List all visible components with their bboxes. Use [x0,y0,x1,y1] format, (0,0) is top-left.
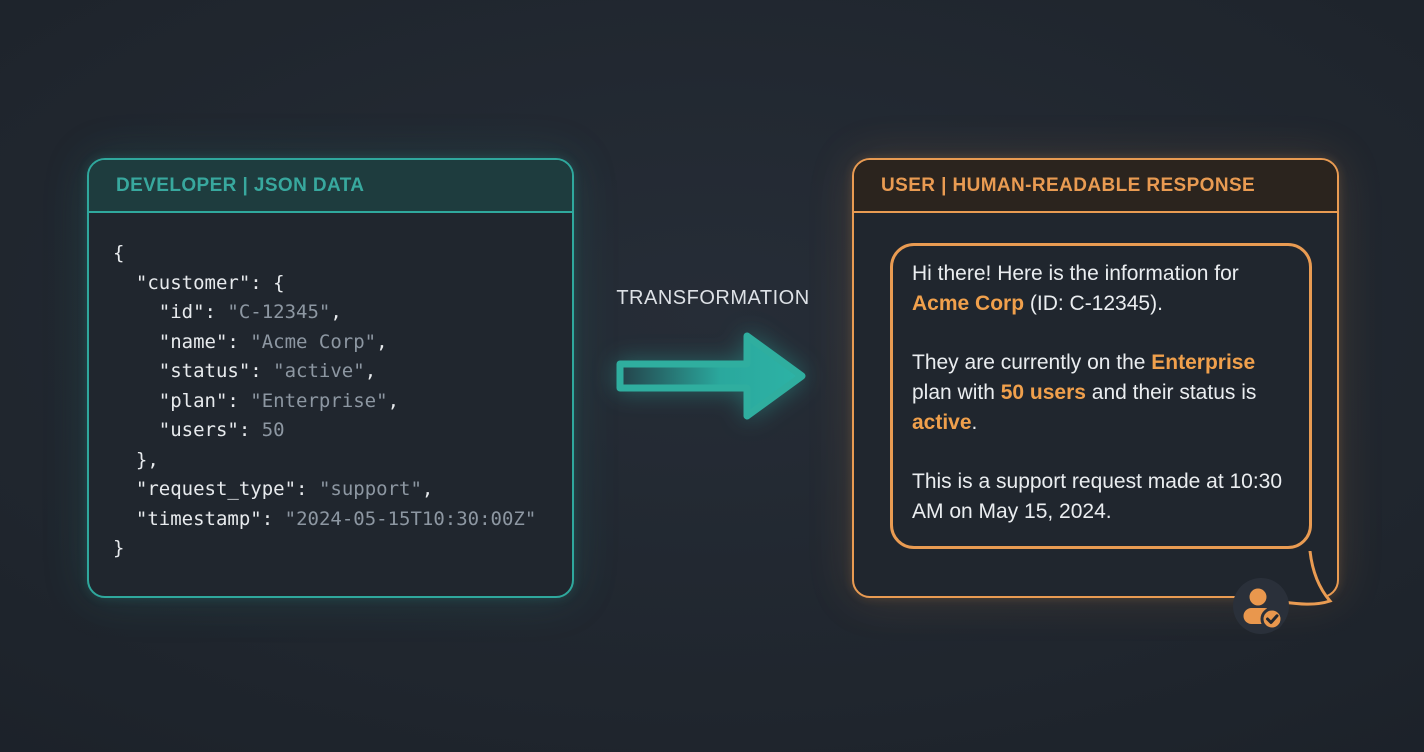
code-line: "id": "C-12345", [158,301,342,323]
user-panel-body: Hi there! Here is the information for Ac… [854,213,1337,634]
user-check-icon [1233,578,1289,634]
arrow-right-icon [616,332,806,420]
code-line: "status": "active", [158,360,377,382]
code-line: "plan": "Enterprise", [158,389,400,412]
developer-panel: DEVELOPER | JSON DATA { "customer": { "i… [87,158,574,598]
user-panel: USER | HUMAN-READABLE RESPONSE Hi there!… [852,158,1339,634]
user-panel-header: USER | HUMAN-READABLE RESPONSE [854,160,1337,213]
bubble-paragraph: They are currently on the Enterprise pla… [912,351,1257,434]
transformation-label: TRANSFORMATION [616,287,810,309]
developer-panel-title: DEVELOPER | JSON DATA [116,174,365,196]
code-line: } [113,537,125,559]
code-line: "name": "Acme Corp", [158,330,388,353]
code-line: }, [113,448,159,471]
user-panel-title: USER | HUMAN-READABLE RESPONSE [881,174,1256,196]
bubble-paragraph: This is a support request made at 10:30 … [912,470,1283,523]
json-code: { "customer": { "id": "C-12345", "name":… [89,213,572,590]
code-line: "customer": { [135,271,285,294]
developer-panel-header: DEVELOPER | JSON DATA [89,160,572,213]
bubble-paragraph: Hi there! Here is the information for Ac… [912,262,1239,315]
developer-panel-body: { "customer": { "id": "C-12345", "name":… [89,213,572,596]
code-line: "request_type": "support", [135,478,434,500]
bubble-paragraphs: Hi there! Here is the information for Ac… [912,259,1290,527]
speech-bubble-tail-icon [1282,551,1333,606]
code-line: "timestamp": "2024-05-15T10:30:00Z" [135,507,537,530]
code-line: { [113,242,125,264]
speech-bubble: Hi there! Here is the information for Ac… [890,243,1312,549]
code-line: "users": 50 [158,419,285,441]
